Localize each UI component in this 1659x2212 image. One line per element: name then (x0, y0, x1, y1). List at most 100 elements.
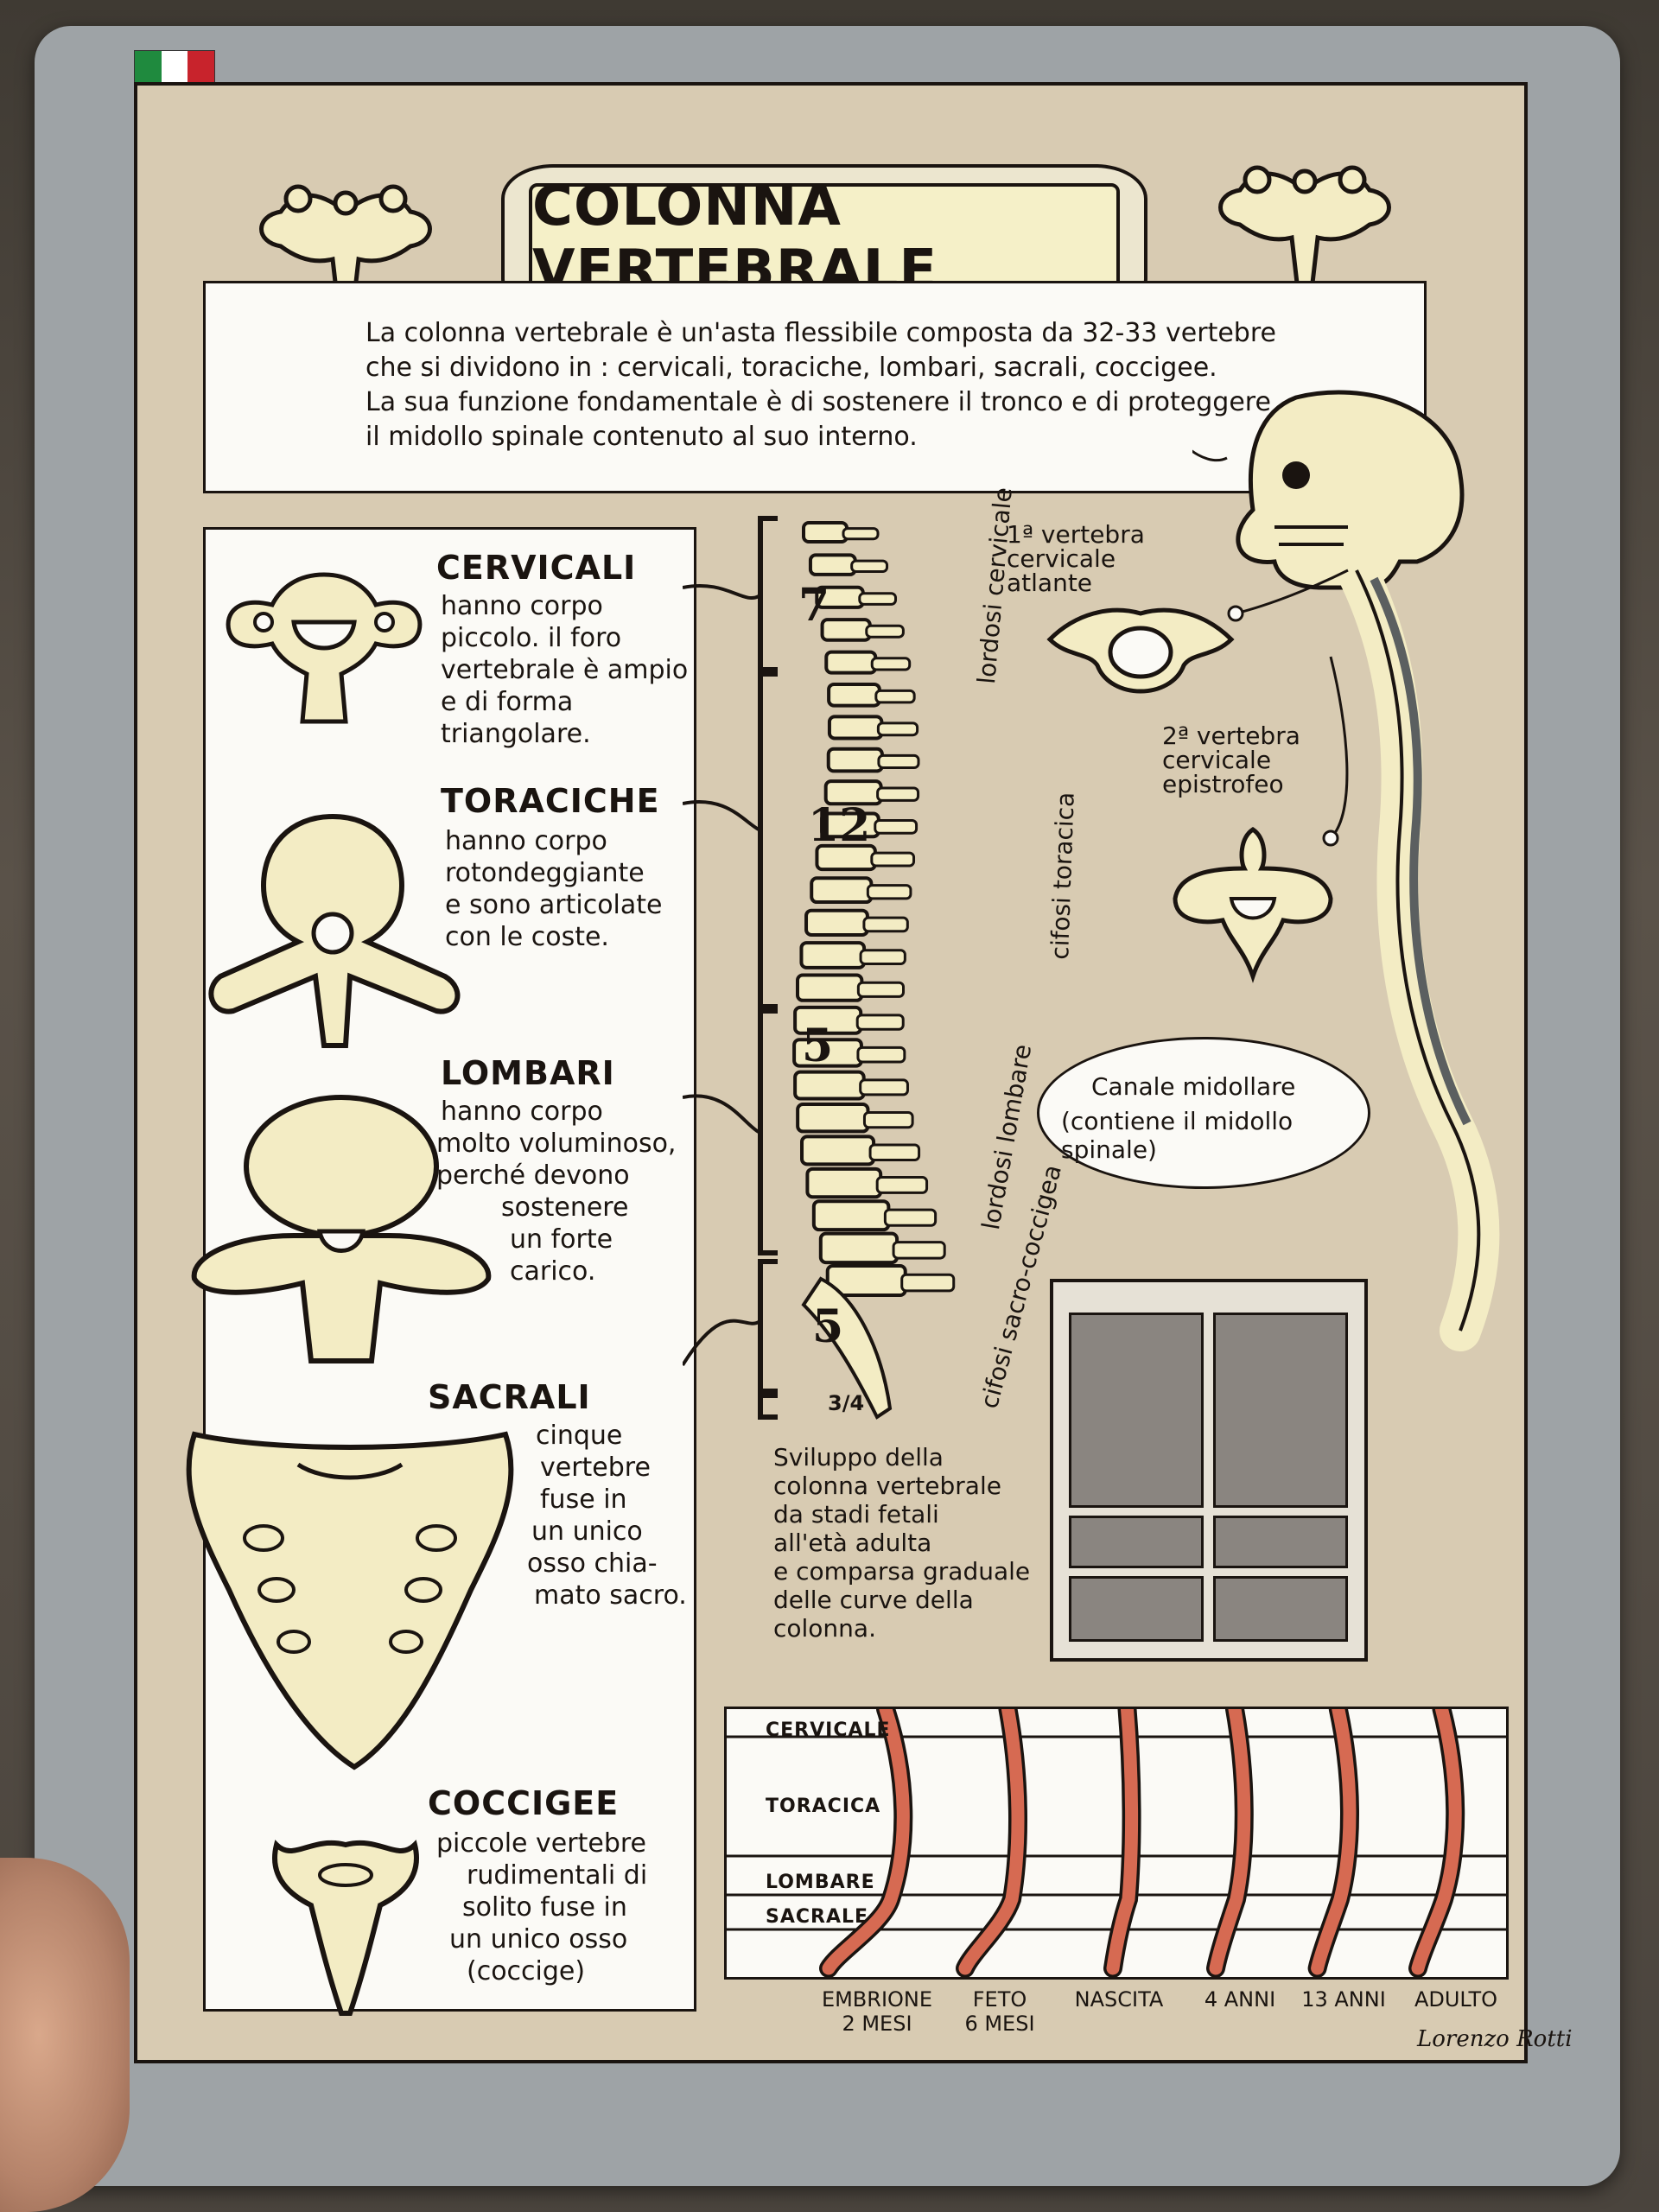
spinous-process (877, 753, 920, 770)
coccigee-text: piccole vertebre (436, 1828, 646, 1859)
coccigee-text: (coccige) (467, 1956, 586, 1986)
lombari-title: LOMBARI (441, 1054, 615, 1092)
spine-column (792, 521, 956, 1420)
stage-age: 2 MESI (842, 2012, 912, 2036)
development-line: e comparsa graduale (773, 1557, 1031, 1586)
toraciche-title: TORACICHE (441, 782, 660, 820)
spinous-process (865, 624, 905, 639)
lombari-text: perché devono (436, 1160, 630, 1191)
count-cervical: 7 (798, 579, 830, 632)
stage-nascita: NASCITA (1054, 1987, 1184, 2012)
cervicali-text: e di forma (441, 687, 574, 717)
axis-label-line: cervicale (1162, 746, 1272, 774)
cervicali-text: triangolare. (441, 719, 591, 749)
spinous-process (870, 657, 912, 671)
vertebra-body (826, 747, 884, 773)
stage-feto: FETO 6 MESI (935, 1987, 1065, 2036)
sacrum-icon (186, 1431, 514, 1770)
atlas-label-line: 1ª vertebra (1007, 520, 1145, 549)
spinous-process (875, 1176, 929, 1194)
stage-embrione: EMBRIONE 2 MESI (812, 1987, 942, 2036)
sacrali-text: mato sacro. (534, 1580, 687, 1611)
toraciche-text: con le coste. (445, 922, 609, 952)
xray-vertebrae-row (1213, 1516, 1348, 1568)
vertebra-body (811, 1199, 891, 1232)
atlas-label-line: cervicale (1007, 544, 1116, 573)
cervicali-text: vertebrale è ampio (441, 655, 689, 685)
spinous-process (859, 1078, 909, 1096)
development-line: da stadi fetali (773, 1500, 939, 1529)
spinous-process (892, 1241, 946, 1260)
title-box: COLONNA VERTEBRALE (529, 175, 1120, 302)
vertebra-body (793, 1070, 866, 1101)
development-line: colonna. (773, 1614, 876, 1643)
spine-curve (1411, 1709, 1462, 1975)
cervical-vertebra-icon (226, 572, 423, 724)
toraciche-text: hanno corpo (445, 826, 607, 856)
lombari-text: un forte (510, 1224, 613, 1255)
spinous-process (856, 981, 906, 998)
dev-row-sacrale: SACRALE (766, 1906, 869, 1928)
spinous-process (859, 949, 906, 966)
intro-line: che si dividono in : cervicali, toracich… (365, 353, 1217, 383)
vertebra-body (818, 1231, 899, 1265)
spinous-process (862, 916, 909, 933)
vertebra-body (808, 553, 857, 576)
spine-curve (1311, 1709, 1357, 1975)
count-coccygeal: 3/4 (828, 1391, 865, 1415)
spinous-process (858, 592, 898, 606)
spinous-process (862, 1110, 914, 1129)
curve-label-thoracic: cifosi toracica (1046, 791, 1080, 961)
spine-curve (822, 1709, 910, 1975)
holding-hand (0, 1858, 130, 2212)
vertebra-body (810, 876, 874, 905)
coccyx-icon (272, 1840, 419, 2016)
dev-row-cervicale: CERVICALE (766, 1719, 891, 1741)
sacrali-text: cinque (536, 1421, 623, 1451)
spinous-process (850, 559, 889, 574)
vertebra-body (800, 1135, 876, 1166)
coccigee-text: un unico osso (449, 1924, 628, 1955)
sacrali-text: osso chia- (527, 1548, 658, 1579)
axis-label-line: epistrofeo (1162, 770, 1284, 798)
dev-row-toracica: TORACICA (766, 1796, 881, 1817)
stage-age: 6 MESI (964, 2012, 1035, 2036)
lombari-text: molto voluminoso, (436, 1128, 677, 1159)
axis-label-line: 2ª vertebra (1162, 721, 1300, 750)
spinous-process (855, 1014, 905, 1031)
count-lumbar: 5 (802, 1020, 834, 1072)
count-thoracic: 12 (808, 799, 871, 852)
stage-name: 13 ANNI (1301, 1987, 1386, 2012)
sacrali-text: fuse in (540, 1484, 627, 1515)
author-signature: Lorenzo Rotti (1417, 2026, 1573, 2052)
xray-adult-spines (1213, 1313, 1348, 1508)
spine-curve (958, 1709, 1025, 1975)
spinous-process (868, 1143, 921, 1162)
lombari-text: sostenere (501, 1192, 629, 1223)
canal-note: (contiene il midollo spinale) (1061, 1107, 1294, 1164)
intro-line: La sua funzione fondamentale è di sosten… (365, 387, 1271, 417)
intro-line: il midollo spinale contenuto al suo inte… (365, 422, 918, 452)
vertebra-body (805, 1166, 883, 1199)
sacrum-side (801, 1276, 893, 1420)
vertebra-body (824, 650, 878, 675)
vertebra-body (827, 682, 881, 708)
spinous-process (842, 527, 880, 541)
development-line: Sviluppo della (773, 1443, 944, 1471)
cervicali-title: CERVICALI (436, 549, 637, 587)
intro-box: La colonna vertebrale è un'asta flessibi… (203, 281, 1427, 493)
development-line: colonna vertebrale (773, 1471, 1001, 1500)
spinous-process (856, 1046, 906, 1064)
thoracic-vertebra-icon (208, 813, 461, 1048)
spinous-process (866, 884, 912, 900)
decorative-vertebra-left-icon (259, 184, 432, 322)
development-curves (819, 1709, 1465, 1977)
stage-name: ADULTO (1414, 1987, 1498, 2012)
stage-name: FETO (972, 1987, 1027, 2012)
cervicali-text: hanno corpo (441, 591, 603, 621)
spinous-process (874, 819, 918, 835)
xray-cabinet (1050, 1279, 1368, 1662)
lombari-text: carico. (510, 1256, 596, 1287)
coccigee-text: rudimentali di (467, 1860, 648, 1891)
count-sacral: 5 (812, 1300, 844, 1353)
